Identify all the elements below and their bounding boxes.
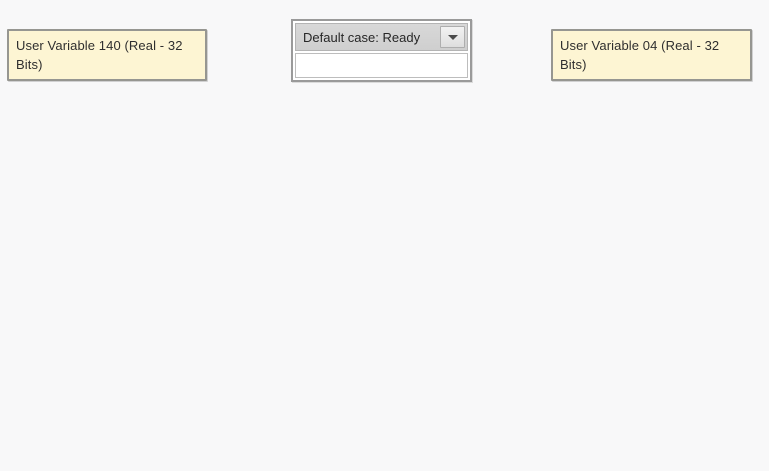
variable-node-label: User Variable 140 (Real - 32 Bits) [16, 38, 183, 72]
chevron-down-icon[interactable] [440, 26, 465, 48]
output-port-connector[interactable] [196, 44, 218, 66]
case-content-area[interactable] [295, 53, 468, 78]
variable-node-output[interactable]: User Variable 140 (Real - 32 Bits) [7, 29, 218, 81]
case-selector-combobox[interactable]: Default case: Ready [295, 23, 468, 51]
case-selector-widget[interactable]: Default case: Ready [291, 19, 472, 82]
variable-node-label: User Variable 04 (Real - 32 Bits) [560, 38, 720, 72]
case-selector-value: Default case: Ready [303, 29, 421, 45]
input-port-connector[interactable] [540, 44, 562, 66]
variable-node-input[interactable]: User Variable 04 (Real - 32 Bits) [540, 29, 752, 81]
caret-glyph [447, 34, 458, 40]
